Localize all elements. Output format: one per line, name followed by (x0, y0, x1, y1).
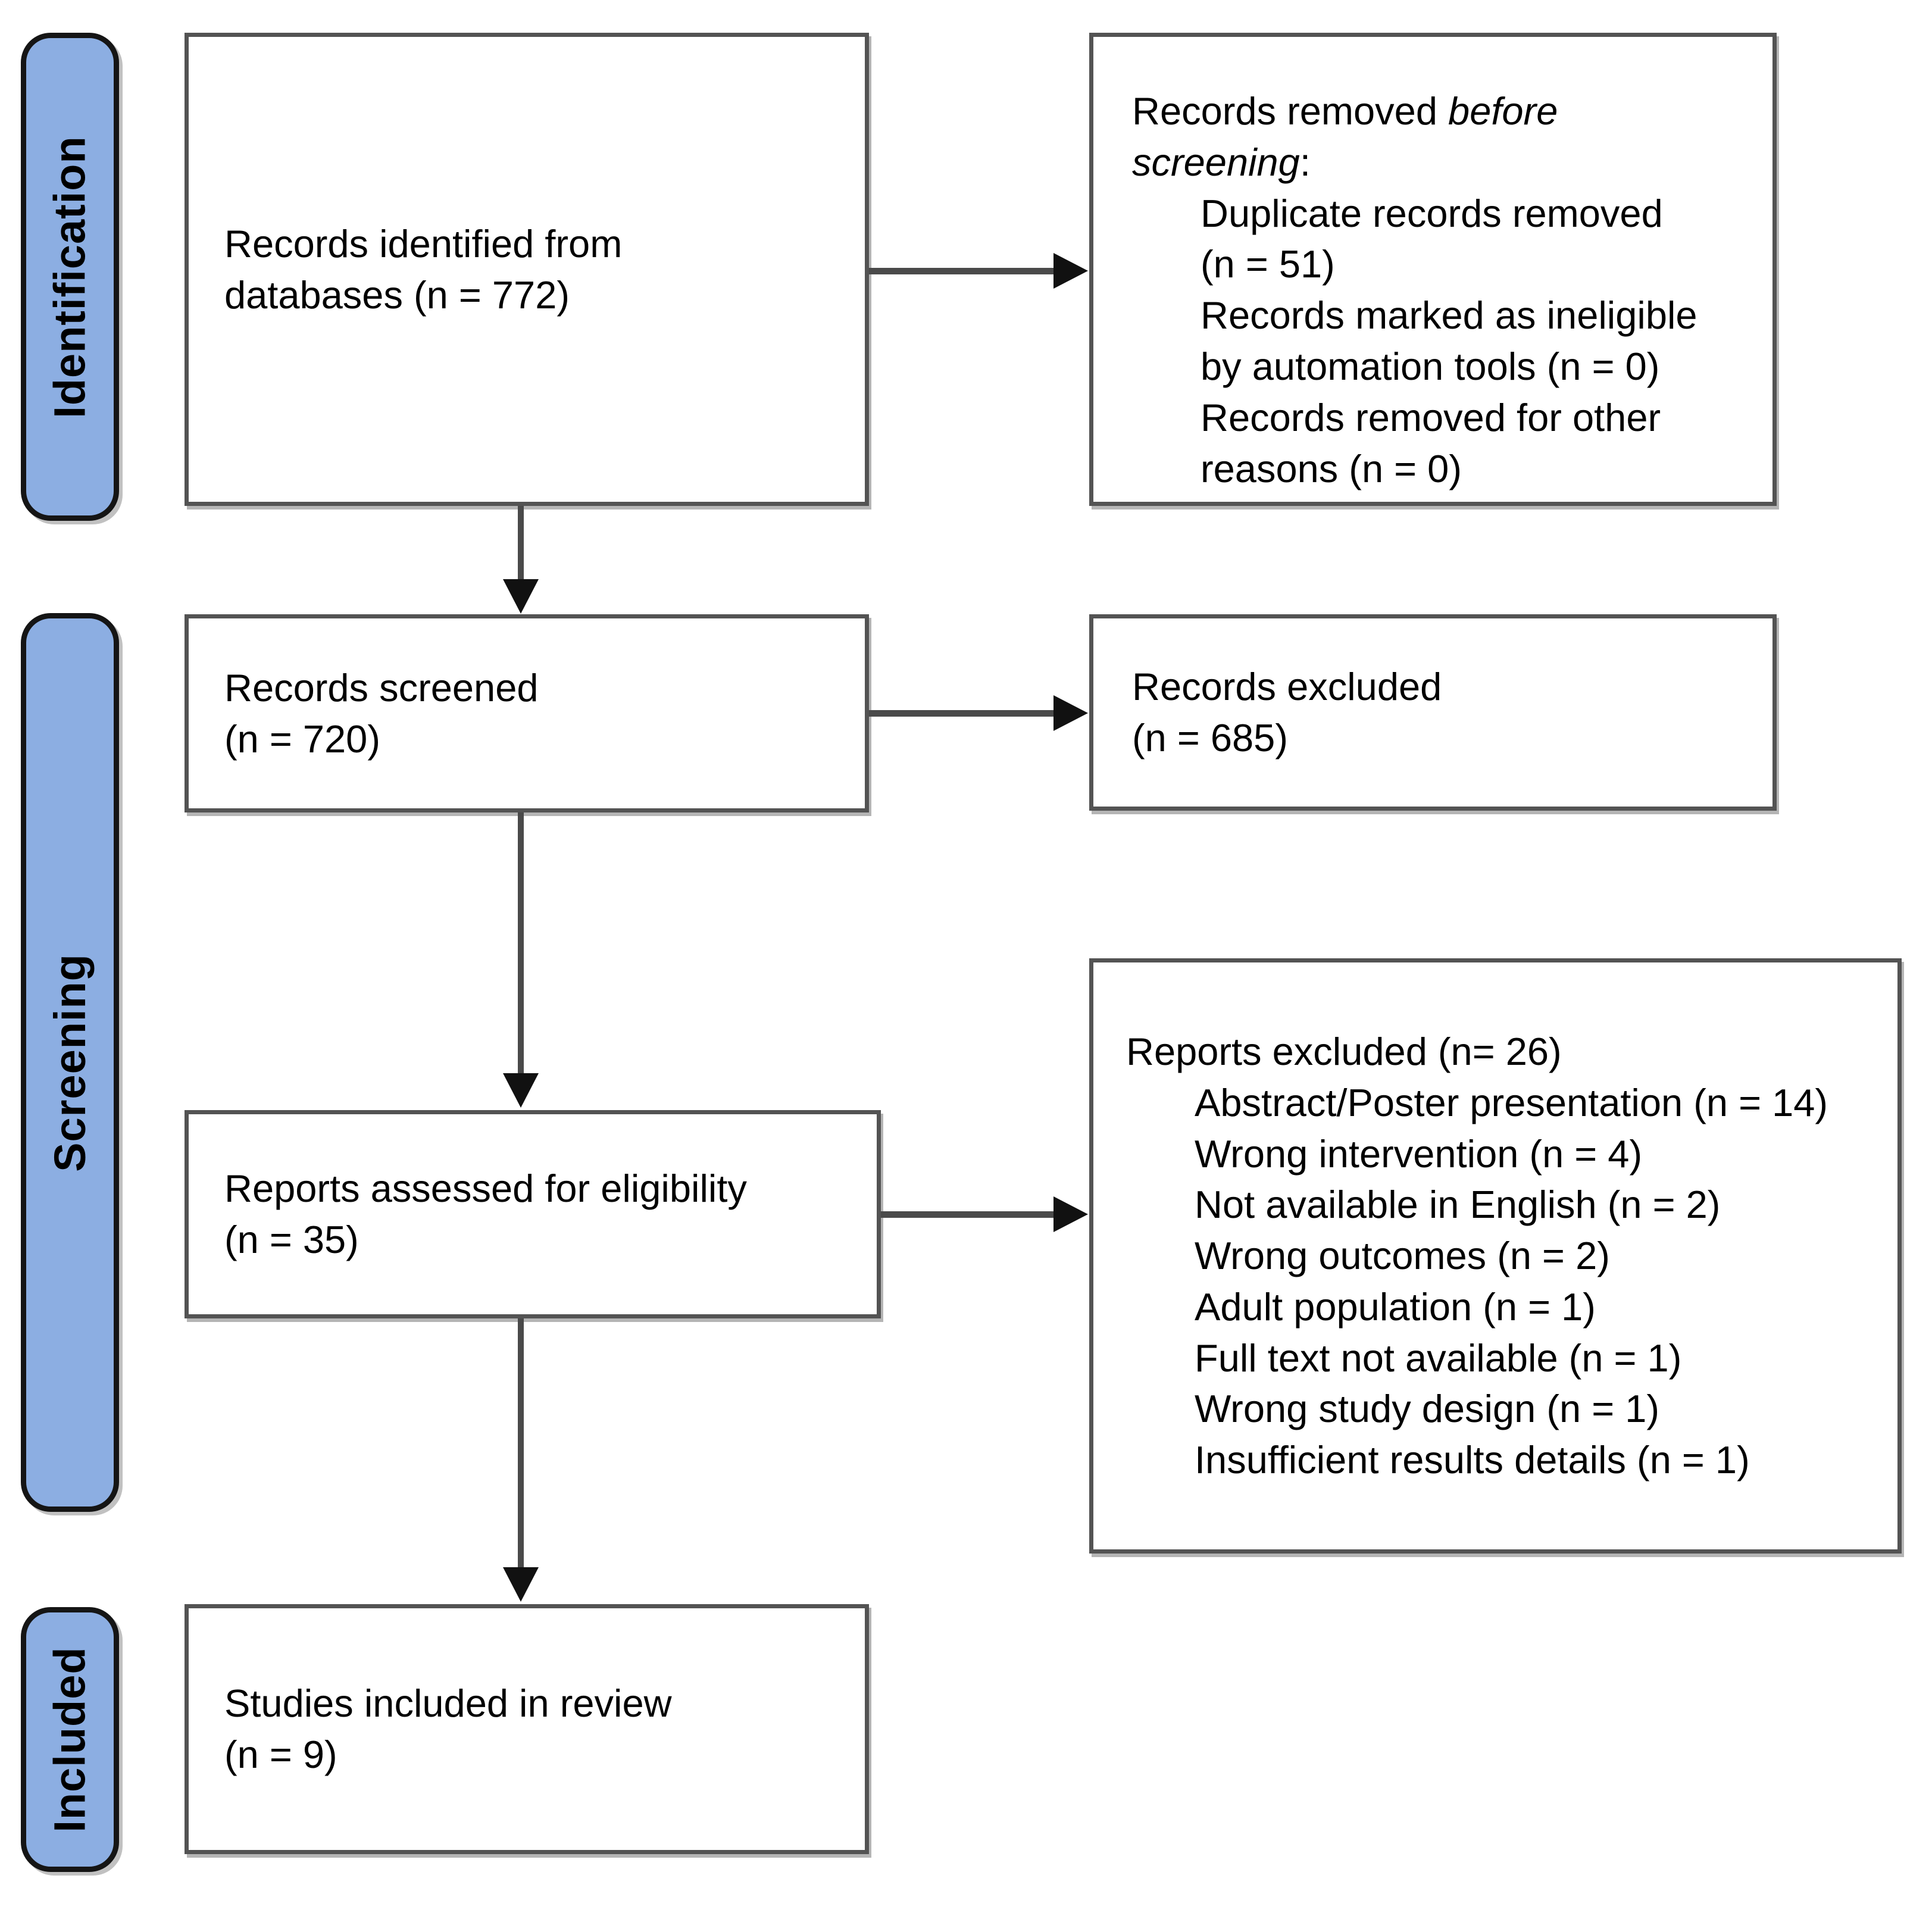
box-reports-excluded-header: Reports excluded (n= 26) (1126, 1029, 1562, 1073)
records-removed-header-italic: before screening (1132, 89, 1558, 184)
box-reports-assessed: Reports assessed for eligibility (n = 35… (185, 1110, 881, 1318)
arrow-assessed-to-excluded-reports-head-icon (1053, 1196, 1088, 1232)
box-records-identified-line1: Records identified from (224, 221, 623, 265)
exclusion-reason-item: Abstract/Poster presentation (n = 14) (1195, 1080, 1828, 1124)
arrow-screened-to-assessed-line (518, 812, 524, 1074)
box-studies-included: Studies included in review (n = 9) (185, 1604, 869, 1854)
arrow-screened-to-excluded-head-icon (1053, 695, 1088, 731)
removal-reason-item: Records marked as ineligible by automati… (1201, 293, 1697, 388)
stage-label-included-text: Included (45, 1646, 95, 1833)
box-studies-included-line2: (n = 9) (224, 1733, 337, 1776)
records-removed-header-prefix: Records removed (1132, 89, 1449, 133)
exclusion-reason-item: Adult population (n = 1) (1195, 1284, 1596, 1329)
box-records-removed-header: Records removed before screening: (1132, 86, 1725, 188)
stage-label-identification: Identification (21, 33, 119, 521)
arrow-identified-to-screened-head-icon (503, 579, 539, 614)
exclusion-reason-item: Insufficient results details (n = 1) (1195, 1438, 1750, 1482)
box-records-screened: Records screened (n = 720) (185, 614, 869, 812)
exclusion-reason-item: Wrong study design (n = 1) (1195, 1387, 1660, 1431)
arrow-identified-to-screened-line (518, 506, 524, 580)
exclusion-reason-item: Wrong intervention (n = 4) (1195, 1132, 1643, 1176)
arrow-identified-to-removed-line (869, 268, 1055, 274)
arrow-assessed-to-included-line (518, 1318, 524, 1568)
removal-reason-item: Records removed for other reasons (n = 0… (1201, 395, 1661, 490)
stage-label-screening: Screening (21, 613, 119, 1512)
stage-label-included: Included (21, 1607, 119, 1872)
box-records-excluded: Records excluded (n = 685) (1089, 614, 1777, 811)
box-reports-assessed-line1: Reports assessed for eligibility (224, 1167, 747, 1211)
stage-label-screening-text: Screening (45, 953, 95, 1172)
records-removed-header-suffix: : (1299, 140, 1311, 184)
box-studies-included-line1: Studies included in review (224, 1682, 672, 1726)
exclusion-reason-item: Wrong outcomes (n = 2) (1195, 1234, 1610, 1278)
arrow-identified-to-removed-head-icon (1053, 253, 1088, 289)
box-reports-assessed-line2: (n = 35) (224, 1218, 359, 1261)
arrow-screened-to-assessed-head-icon (503, 1073, 539, 1108)
arrow-screened-to-excluded-line (869, 710, 1055, 717)
box-records-identified-line2: databases (n = 772) (224, 273, 570, 317)
box-records-screened-line1: Records screened (224, 665, 539, 710)
stage-label-identification-text: Identification (45, 135, 95, 418)
removal-reason-item: Duplicate records removed (n = 51) (1201, 191, 1663, 286)
box-records-identified: Records identified from databases (n = 7… (185, 33, 869, 506)
exclusion-reason-item: Not available in English (n = 2) (1195, 1183, 1721, 1227)
box-reports-excluded: Reports excluded (n= 26) Abstract/Poster… (1089, 958, 1902, 1554)
box-records-removed-before-screening: Records removed before screening: Duplic… (1089, 33, 1777, 506)
exclusion-reason-item: Full text not available (n = 1) (1195, 1336, 1682, 1380)
box-records-excluded-line2: (n = 685) (1132, 716, 1288, 760)
box-records-screened-line2: (n = 720) (224, 717, 380, 761)
arrow-assessed-to-included-head-icon (503, 1567, 539, 1602)
box-records-excluded-line1: Records excluded (1132, 665, 1442, 709)
arrow-assessed-to-excluded-reports-line (881, 1211, 1055, 1218)
